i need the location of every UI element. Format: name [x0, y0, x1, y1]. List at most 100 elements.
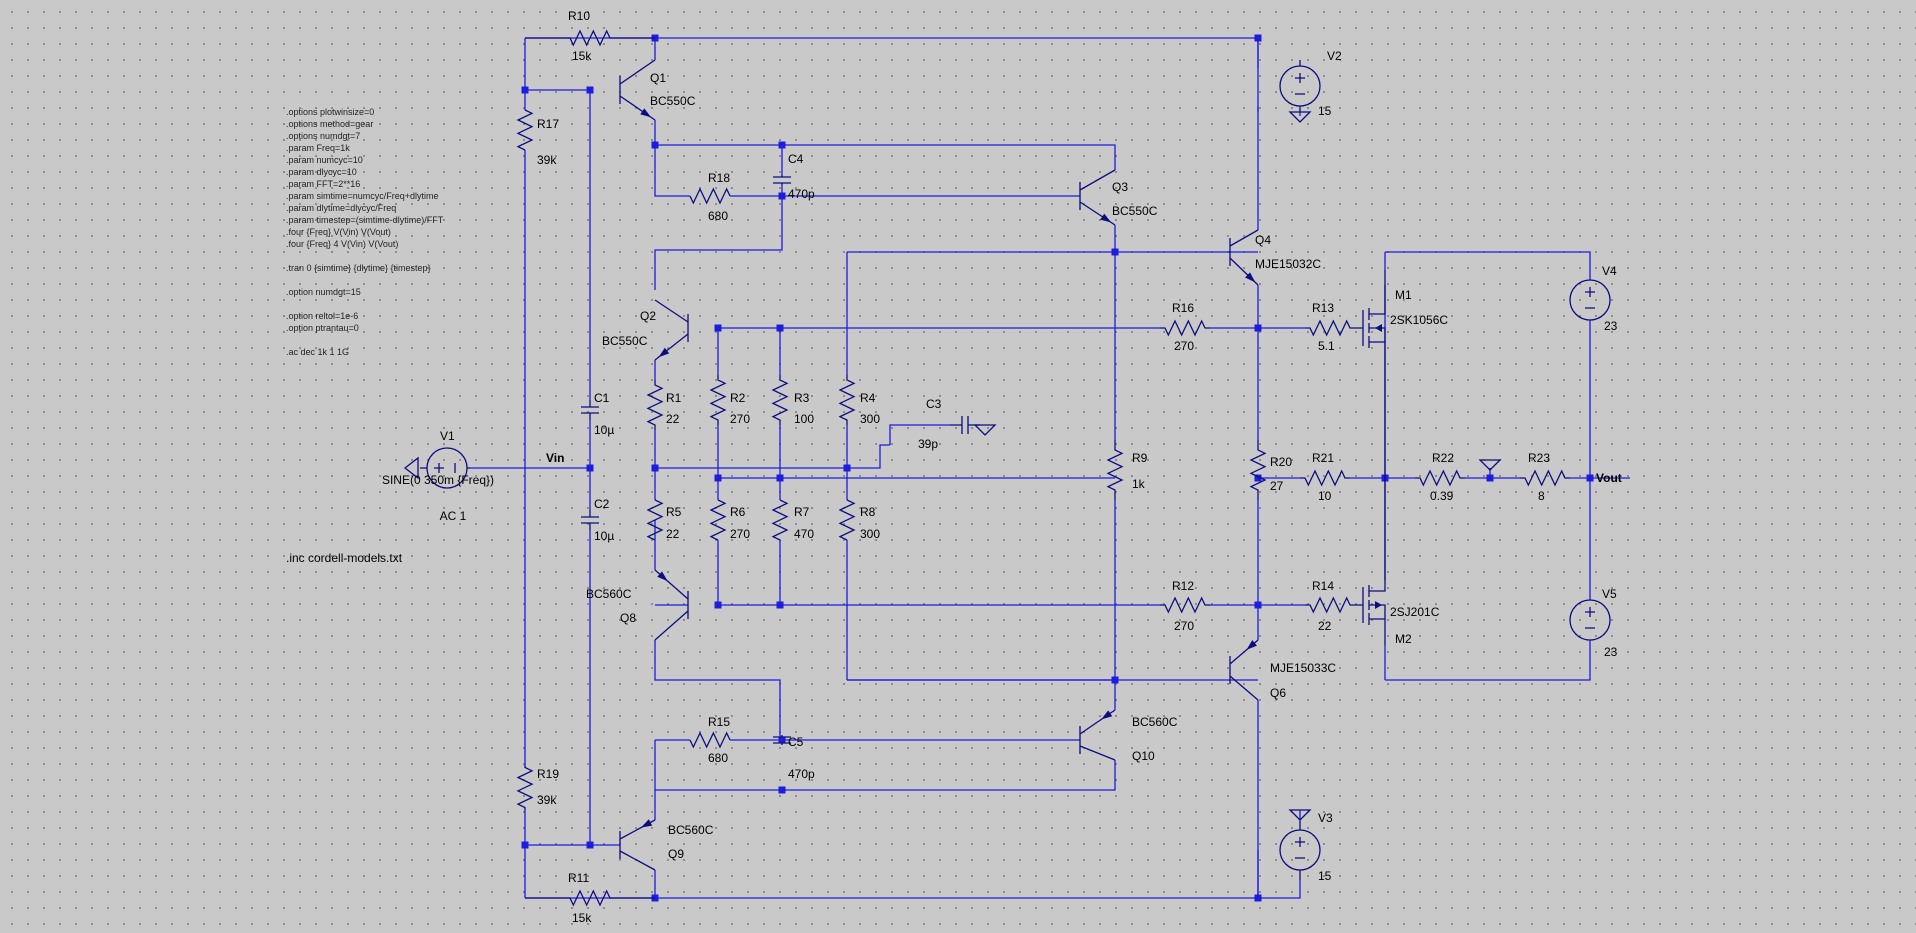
directive-line[interactable]: .option numdgt=15 [286, 287, 361, 297]
wires[interactable] [470, 34, 1630, 902]
resistor-r20[interactable] [1249, 440, 1267, 500]
include-directive[interactable]: .inc cordell-models.txt [286, 551, 403, 565]
directive-line[interactable]: .option reltol=1e-6 [286, 311, 359, 321]
spice-directives[interactable]: .options plotwinsize=0 .options method=g… [286, 106, 443, 358]
label-r21-value: 10 [1318, 489, 1332, 503]
resistor-r2[interactable] [709, 375, 727, 425]
label-q3-value: BC550C [1112, 204, 1158, 218]
resistor-r4[interactable] [838, 375, 856, 425]
component-labels: R1015kR1739kR1939kR1115kC110µC210µQ1BC55… [382, 9, 1622, 925]
resistor-r18[interactable] [689, 187, 731, 205]
label-r10-value: 15k [572, 49, 592, 63]
label-q10-name: Q10 [1132, 749, 1155, 763]
resistor-r19[interactable] [516, 765, 534, 810]
directive-line[interactable]: .options numdgt=7 [286, 131, 361, 141]
resistor-r5[interactable] [646, 499, 664, 541]
junction-dot [521, 86, 529, 94]
directive-line[interactable]: .param dlytime=dlycyc/Freq [286, 203, 397, 213]
wire[interactable] [654, 145, 690, 197]
label-r6-name: R6 [730, 505, 746, 519]
resistor-r8[interactable] [838, 499, 856, 541]
resistor-r22[interactable] [1415, 469, 1465, 487]
wire[interactable] [782, 760, 1116, 791]
directive-line[interactable]: .option ptrantau=0 [286, 323, 359, 333]
resistor-r9[interactable] [1106, 440, 1124, 500]
resistor-r17[interactable] [516, 109, 534, 151]
resistor-r16[interactable] [1160, 319, 1210, 337]
wire[interactable] [654, 640, 781, 740]
label-r5-value: 22 [666, 527, 680, 541]
components[interactable] [403, 29, 1611, 907]
label-q10-value: BC560C [1132, 715, 1178, 729]
directive-line[interactable]: .param dlycyc=10 [286, 167, 357, 177]
resistor-r15[interactable] [689, 731, 731, 749]
transistor-q6[interactable] [1229, 639, 1259, 701]
resistor-r23[interactable] [1520, 469, 1570, 487]
directive-line[interactable]: .param FFT=2**16 [286, 179, 361, 189]
resistor-r11[interactable] [525, 889, 655, 907]
label-r1-value: 22 [666, 412, 680, 426]
junction-dot [1111, 676, 1119, 684]
junction-dot [778, 786, 786, 794]
junction-dot [776, 474, 784, 482]
resistor-r12[interactable] [1160, 596, 1210, 614]
label-q6-name: Q6 [1270, 686, 1286, 700]
voltage-source-v3[interactable] [1279, 820, 1321, 880]
wire[interactable] [1385, 640, 1591, 681]
directive-line[interactable]: .four {Freq} V(Vin) V(Vout) [286, 227, 391, 237]
wire[interactable] [1114, 225, 1258, 253]
transistor-q4[interactable] [1229, 229, 1259, 286]
voltage-source-v4[interactable] [1569, 279, 1611, 321]
label-c1-value: 10µ [594, 423, 614, 437]
voltage-source-v2[interactable] [1279, 60, 1321, 112]
capacitor-c1[interactable] [581, 400, 599, 420]
resistor-r7[interactable] [771, 499, 789, 541]
resistor-r21[interactable] [1300, 469, 1350, 487]
transistor-q3[interactable] [1079, 169, 1116, 226]
label-r23-name: R23 [1528, 451, 1550, 465]
voltage-source-v1[interactable] [403, 447, 470, 489]
transistor-q1[interactable] [619, 59, 656, 121]
resistor-r13[interactable] [1305, 319, 1355, 337]
capacitor-c4[interactable] [773, 175, 791, 185]
resistor-r10[interactable] [525, 29, 655, 47]
label-r6-value: 270 [730, 527, 750, 541]
directive-line[interactable]: .options method=gear [286, 119, 374, 129]
directive-line[interactable]: .four {Freq} 4 V(Vin) V(Vout) [286, 239, 399, 249]
directive-line[interactable]: .param simtime=numcyc/Freq+dlytime [286, 191, 439, 201]
directive-line[interactable]: .param timestep=(simtime-dlytime)/FFT [286, 215, 444, 225]
resistor-r6[interactable] [709, 499, 727, 541]
wire[interactable] [1385, 251, 1591, 280]
resistor-r3[interactable] [771, 375, 789, 425]
capacitor-c5[interactable] [773, 735, 791, 745]
wire[interactable] [1258, 880, 1301, 899]
wire[interactable] [654, 740, 782, 791]
wire[interactable] [655, 144, 1116, 170]
label-v1-name: V1 [440, 429, 455, 443]
transistor-q2[interactable] [654, 299, 689, 361]
label-q4-value: MJE15032C [1255, 257, 1321, 271]
mosfet-m1[interactable] [1355, 270, 1386, 478]
resistor-r1[interactable] [646, 380, 664, 430]
directive-line[interactable]: .param Freq=1k [286, 143, 350, 153]
wire[interactable] [654, 185, 783, 290]
junction-dot [1486, 474, 1494, 482]
transistor-q9[interactable] [619, 819, 656, 871]
label-r20-name: R20 [1270, 455, 1292, 469]
wire[interactable] [655, 444, 890, 469]
directive-line[interactable]: .options plotwinsize=0 [286, 107, 375, 117]
directive-line[interactable]: .ac dec 1k 1 1G [286, 347, 350, 357]
transistor-q8[interactable] [654, 569, 689, 641]
mosfet-m2[interactable] [1355, 478, 1386, 645]
resistor-r14[interactable] [1305, 596, 1355, 614]
directive-line[interactable]: .param numcyc=10 [286, 155, 363, 165]
directive-line[interactable]: .tran 0 {simtime} {dlytime} {timestep} [286, 263, 431, 273]
capacitor-c2[interactable] [581, 510, 599, 530]
junction-dot [776, 601, 784, 609]
voltage-source-v5[interactable] [1569, 599, 1611, 641]
wire[interactable] [889, 424, 950, 445]
capacitor-c3[interactable] [950, 416, 980, 434]
transistor-q10[interactable] [1079, 709, 1116, 761]
label-q3-name: Q3 [1112, 180, 1128, 194]
